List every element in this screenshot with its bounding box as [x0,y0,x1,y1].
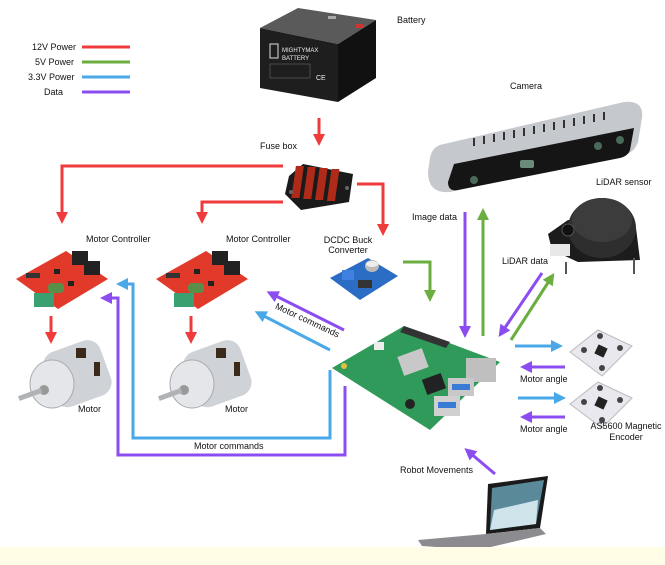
buck-converter-label-1: DCDC Buck [323,235,373,245]
encoder-icon [569,381,633,429]
lidar-sensor [548,192,648,276]
wire-buck-to-pi [403,260,436,302]
svg-text:CE: CE [316,75,326,82]
motor-1 [14,340,114,412]
wire-pi-to-lidar [509,272,555,341]
motor-controller-2 [154,245,250,317]
battery-brand-2: BATTERY [282,56,309,62]
battery-brand-1: MIGHTYMAX [282,48,318,54]
wire-fuse-to-controller-2 [196,200,283,224]
motor-controller-icon [16,251,108,309]
motor-2-label: Motor [225,404,249,414]
wire-fuse-to-controller-1 [56,164,283,224]
fuse-box [283,158,357,214]
fuse-box-icon [285,164,353,210]
fuse-box-label: Fuse box [260,141,298,151]
wire-fuse-to-buck [357,182,389,236]
camera-label: Camera [510,81,543,91]
encoder-1 [568,328,634,378]
wire-pi-to-controller-1-data [100,292,347,457]
wire-pi-to-controller-2-3v3 [254,311,331,352]
motor-1-label: Motor [78,404,102,414]
motor-angle-2-label: Motor angle [520,424,568,434]
legend-label-data: Data [44,87,64,97]
legend-label-12v: 12V Power [32,42,77,52]
legend-label-3v3: 3.3V Power [28,72,75,82]
wire-lidar-to-pi [498,272,544,337]
motor-controller-2-label: Motor Controller [226,234,291,244]
motor-commands-bottom-label: Motor commands [194,441,264,451]
motor-controller-1-label: Motor Controller [86,234,151,244]
camera [424,94,646,194]
motor-2 [154,340,254,412]
wire-pi-to-controller-2-data [266,291,345,332]
motor-controller-1 [14,245,110,317]
robot-movements-label: Robot Movements [400,465,474,475]
image-data-label: Image data [412,212,458,222]
buck-converter [328,254,400,304]
battery-icon: MIGHTYMAX BATTERY CE [260,8,376,102]
motor-icon [18,340,112,409]
buck-converter-label-2: Converter [328,245,368,255]
lidar-label: LiDAR sensor [596,177,652,187]
camera-icon [428,101,643,193]
laptop-icon [418,476,548,550]
encoder-label-2: Encoder [609,432,643,442]
encoder-2 [568,380,634,430]
lidar-icon [548,198,640,274]
motor-controller-icon [156,251,248,309]
motor-angle-1-label: Motor angle [520,374,568,384]
footer-band [0,547,665,565]
wire-pi-to-controller-1-3v3 [116,278,332,440]
raspberry-pi-icon [332,326,500,430]
battery-label: Battery [397,15,426,25]
buck-converter-icon [330,258,398,300]
battery: MIGHTYMAX BATTERY CE [258,4,380,104]
encoder-icon [569,329,633,377]
laptop [418,474,550,552]
motor-icon [158,340,252,409]
legend-label-5v: 5V Power [35,57,75,67]
lidar-data-label: LiDAR data [502,256,549,266]
raspberry-pi [330,318,520,436]
encoder-label-1: AS5600 Magnetic [590,421,662,431]
wire-laptop-to-pi [464,448,496,476]
